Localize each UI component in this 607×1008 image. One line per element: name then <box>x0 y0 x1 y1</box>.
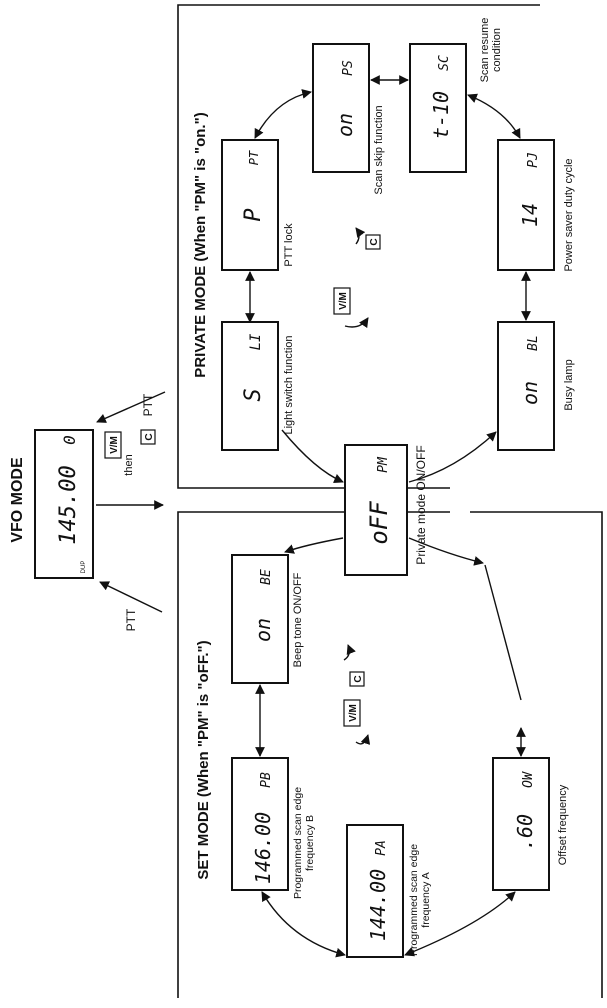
center-lcd: oFF <box>365 501 393 545</box>
vfo-then-label: then <box>123 454 135 475</box>
light-switch-tag: LI <box>248 333 264 350</box>
set-vm-key <box>343 699 361 727</box>
edge-a-display <box>346 824 404 958</box>
offset-center-line <box>484 564 522 701</box>
vfo-display <box>34 429 94 579</box>
offset-label: Offset frequency <box>557 784 569 865</box>
light-switch-display <box>221 321 279 451</box>
edgeb-edgea-link <box>261 891 346 958</box>
vfo-vm-key-label: V/M <box>109 436 120 454</box>
edge-b-lcd: 146.00 <box>251 812 275 884</box>
light-switch-label: Light switch function <box>283 335 295 434</box>
private-c-key-label: C <box>369 238 380 245</box>
beep-tag: BE <box>259 569 274 585</box>
center-beep-link <box>284 537 344 554</box>
edge-a-label-2: frequency A <box>420 872 432 927</box>
power-saver-tag: PJ <box>526 152 541 168</box>
center-tag: PM <box>376 456 391 473</box>
vfo-c-key <box>140 429 156 445</box>
scan-skip-lcd: on <box>333 113 357 137</box>
private-c-key <box>365 234 381 250</box>
vfo-mode-title: VFO MODE <box>9 457 26 543</box>
scan-skip-tag: PS <box>341 60 356 76</box>
scan-resume-lcd: t-10 <box>429 91 453 139</box>
private-vm-key <box>333 287 351 315</box>
center-label: Private mode ON/OFF <box>414 445 428 564</box>
ptt-lock-lcd: P <box>241 208 266 221</box>
set-c-key-label: C <box>353 675 364 682</box>
edge-b-display <box>231 757 289 891</box>
busy-lamp-label: Busy lamp <box>563 359 575 410</box>
scan-skip-label: Scan skip function <box>373 105 385 194</box>
beep-lcd: on <box>251 618 275 642</box>
edge-b-tag: PB <box>259 772 274 788</box>
center-light-link <box>281 429 344 484</box>
beep-label: Beep tone ON/OFF <box>292 572 304 667</box>
scan-resume-display <box>409 43 467 173</box>
ptt-scanskip-link <box>254 89 312 139</box>
power-saver-label: Power saver duty cycle <box>563 158 575 271</box>
ptt-lock-label: PTT lock <box>283 223 295 267</box>
center-set-link <box>408 537 484 566</box>
center-display <box>344 444 408 576</box>
light-switch-lcd: S <box>241 388 266 401</box>
edge-a-lcd: 144.00 <box>366 869 390 941</box>
beep-display <box>231 554 289 684</box>
center-busy-link <box>408 431 497 483</box>
private-vm-key-label: V/M <box>338 292 349 310</box>
power-saver-lcd: 14 <box>518 203 542 227</box>
vfo-c-key-label: C <box>144 433 155 440</box>
vfo-vm-key <box>104 431 122 459</box>
private-c-curve-arrow <box>355 227 366 245</box>
busy-lamp-display <box>497 321 555 451</box>
vfo-small-indicator: DUP <box>81 561 87 574</box>
ptt-lock-display <box>221 139 279 271</box>
resume-power-link <box>467 93 521 139</box>
edgea-offset-link <box>404 891 516 957</box>
busy-lamp-tag: BL <box>526 335 541 351</box>
offset-display <box>492 757 550 891</box>
set-vm-curve-arrow <box>355 734 371 745</box>
ptt-arrow-bottom <box>99 581 163 613</box>
offset-lcd: .60 <box>513 814 537 850</box>
edge-b-label-2: frequency B <box>304 815 316 871</box>
private-mode-frame <box>177 4 540 489</box>
scan-resume-label-2: condition <box>491 28 503 72</box>
edge-a-tag: PA <box>374 840 389 856</box>
busy-lamp-lcd: on <box>518 381 542 405</box>
vfo-frequency: 145.00 <box>56 465 81 544</box>
private-vm-curve-arrow <box>344 317 369 329</box>
edge-a-label-1: Programmed scan edge <box>408 844 420 956</box>
scan-resume-label-1: Scan resume <box>479 18 491 83</box>
ptt-bottom-label: PTT <box>124 608 138 631</box>
ptt-arrow-top <box>96 391 166 423</box>
vfo-digit: 0 <box>60 435 79 445</box>
scan-resume-tag: SC <box>437 55 452 71</box>
set-c-curve-arrow <box>343 644 356 661</box>
set-vm-key-label: V/M <box>348 704 359 722</box>
set-c-key <box>349 671 365 687</box>
set-mode-title: SET MODE (When "PM" is "oFF.") <box>195 640 212 879</box>
scan-skip-display <box>312 43 370 173</box>
ptt-top-label: PTT <box>141 393 155 416</box>
ptt-lock-tag: PT <box>247 150 261 165</box>
private-mode-title: PRIVATE MODE (When "PM" is "on.") <box>192 112 209 377</box>
edge-b-label-1: Programmed scan edge <box>292 787 304 899</box>
offset-tag: OW <box>521 771 536 788</box>
power-saver-display <box>497 139 555 271</box>
